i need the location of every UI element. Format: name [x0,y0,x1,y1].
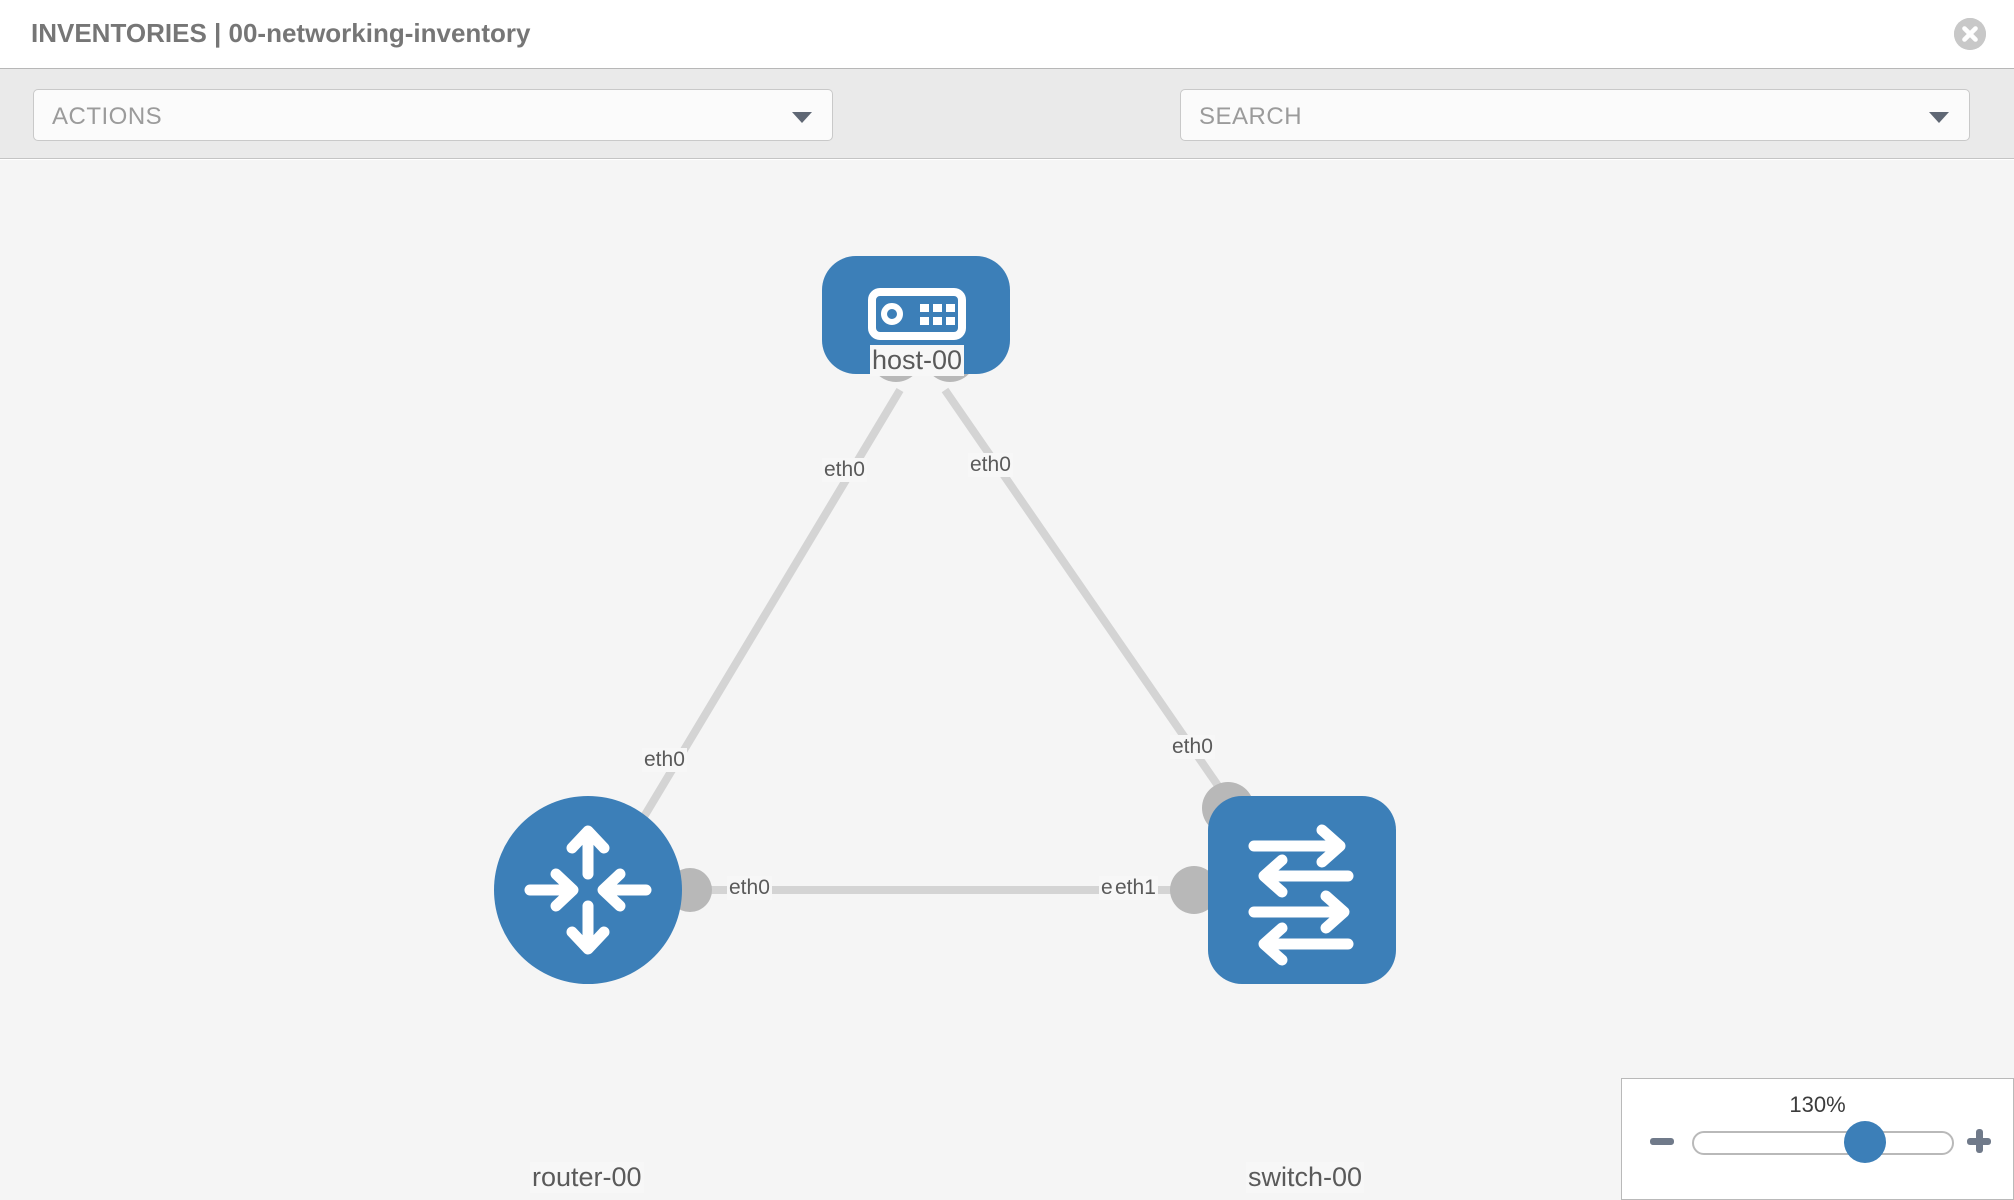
node-label-host-00: host-00 [870,345,965,376]
page-header: INVENTORIES | 00-networking-inventory [0,0,2014,69]
node-host-00 [822,256,1010,374]
minus-icon[interactable] [1646,1125,1678,1157]
page-title: INVENTORIES | 00-networking-inventory [31,18,531,48]
plus-icon[interactable] [1963,1125,1995,1157]
server-icon [868,288,966,340]
router-arrows-icon [524,825,652,955]
toolbar: ACTIONS SEARCH [0,69,2014,205]
iface-label-switch-uplink: eth0 [1170,735,1215,759]
close-icon[interactable] [1954,18,1986,50]
actions-dropdown-label: ACTIONS [52,103,163,130]
chevron-down-icon [792,112,812,123]
search-input[interactable]: SEARCH [1180,89,1970,141]
node-label-switch-00: switch-00 [1246,1162,1365,1193]
search-input-value: SEARCH [1199,103,1303,130]
zoom-control-panel: 130% [1621,1078,2014,1200]
node-switch-00 [1208,796,1396,984]
switch-arrows-icon [1248,824,1354,966]
chevron-down-icon [1929,112,1949,123]
node-label-router-00: router-00 [530,1162,644,1193]
topology-links [596,387,1294,894]
iface-label-switch-left-eth1: eth1 [1113,876,1158,900]
node-router-00 [494,796,682,984]
zoom-slider-thumb[interactable] [1844,1121,1886,1163]
endpoint-switch-left [1170,866,1218,914]
zoom-percent-label: 130% [1789,1092,1846,1117]
iface-label-router-uplink: eth0 [642,748,687,772]
iface-label-host-right: eth0 [968,453,1013,477]
topology-canvas[interactable]: host-00 router-00 switch-00 eth0 eth0 et… [0,160,2014,1200]
zoom-slider-track[interactable] [1692,1131,1954,1155]
iface-label-router-right: eth0 [727,876,772,900]
actions-dropdown[interactable]: ACTIONS [33,89,833,141]
iface-label-host-left: eth0 [822,458,867,482]
